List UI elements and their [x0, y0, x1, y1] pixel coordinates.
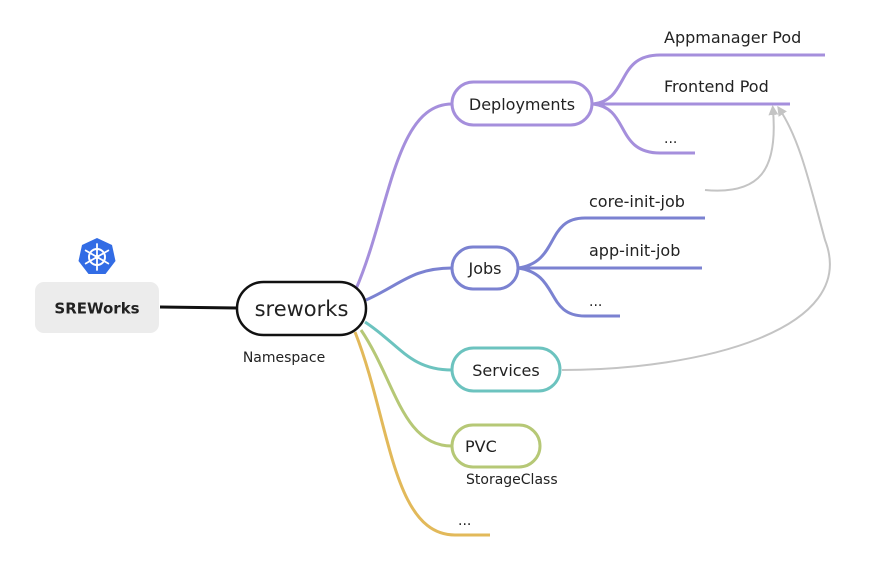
appmanager-pod-label: Appmanager Pod	[664, 28, 801, 47]
pvc-node-label: PVC	[465, 437, 497, 456]
jobs-node[interactable]: Jobs	[450, 245, 520, 291]
services-node-label: Services	[472, 361, 539, 380]
root-node-label: SREWorks	[54, 300, 139, 318]
jobs-more-ellipsis: ...	[589, 294, 602, 310]
namespace-to-jobs-connector	[365, 266, 453, 302]
deployments-node-label: Deployments	[469, 95, 575, 114]
pvc-caption: StorageClass	[466, 472, 558, 488]
jobs-node-label: Jobs	[468, 259, 502, 278]
frontend-pod-label: Frontend Pod	[664, 77, 769, 96]
pvc-node[interactable]: PVC	[450, 423, 542, 469]
namespace-node[interactable]: sreworks	[235, 280, 368, 337]
deployments-node[interactable]: Deployments	[450, 80, 594, 127]
jobs-to-core-init-connector	[517, 216, 705, 270]
root-node-sreworks[interactable]: SREWorks	[35, 282, 159, 333]
services-node[interactable]: Services	[450, 346, 562, 393]
deployments-to-appmanager-connector	[592, 53, 825, 106]
namespace-node-label: sreworks	[255, 297, 349, 321]
core-init-to-frontend-reference-arrow	[704, 105, 779, 192]
namespace-to-services-connector	[364, 320, 453, 372]
kubernetes-helm-icon	[78, 238, 116, 274]
core-init-job-label: core-init-job	[589, 192, 685, 211]
namespace-to-deployments-connector	[354, 102, 453, 290]
deployments-more-ellipsis: ...	[664, 131, 677, 147]
deployments-to-ellipsis-connector	[592, 102, 695, 155]
root-to-namespace-connector	[159, 305, 238, 310]
namespace-to-pvc-connector	[359, 329, 453, 448]
app-init-job-label: app-init-job	[589, 241, 680, 260]
jobs-to-ellipsis-connector	[517, 266, 620, 318]
namespace-to-more-connector	[353, 331, 490, 537]
services-to-frontend-reference-arrow	[561, 105, 831, 371]
namespace-caption: Namespace	[243, 350, 325, 366]
more-branches-ellipsis: ...	[458, 513, 471, 529]
